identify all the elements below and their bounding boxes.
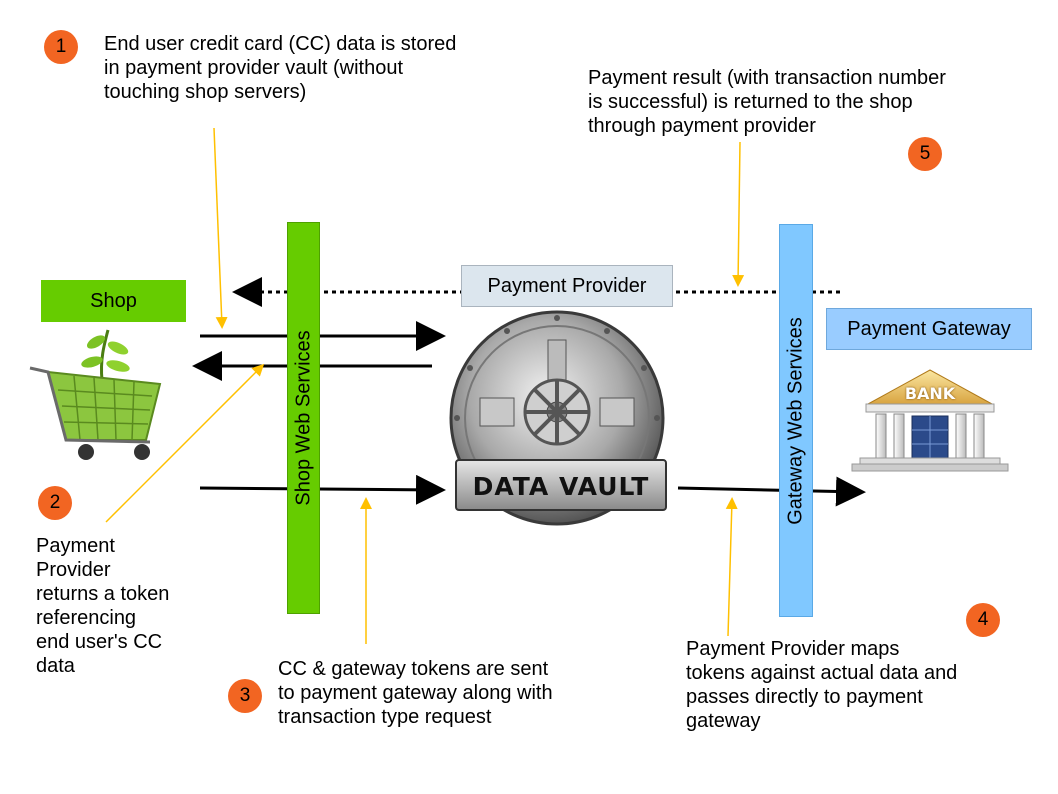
- data-vault-label: DATA VAULT: [472, 471, 650, 501]
- step-3-text: CC & gateway tokens are sent to payment …: [278, 658, 553, 728]
- step-3-badge: 3: [228, 679, 262, 713]
- callout-1-line: [213, 127, 228, 329]
- step-2-badge: 2: [38, 486, 72, 520]
- callout-4-line: [725, 497, 738, 637]
- payment-gateway-box: Payment Gateway: [826, 308, 1032, 350]
- gateway-web-services-bar: Gateway Web Services: [779, 224, 813, 617]
- step-1-badge: 1: [44, 30, 78, 64]
- shop-to-vault-lower-arrow: [199, 474, 446, 505]
- shop-web-services-bar: Shop Web Services: [287, 222, 320, 614]
- step-4-badge: 4: [966, 603, 1000, 637]
- step-4-text: Payment Provider maps tokens against act…: [686, 638, 958, 732]
- shop-box: Shop: [41, 280, 186, 322]
- step-5-badge: 5: [908, 137, 942, 171]
- callout-2-line: [105, 363, 265, 523]
- bank-label: BANK: [904, 384, 956, 403]
- payment-provider-box: Payment Provider: [461, 265, 673, 307]
- step-2-text: Payment Provider returns a token referen…: [36, 535, 170, 677]
- step-1-text: End user credit card (CC) data is stored…: [104, 33, 457, 103]
- vault-to-gateway-arrow: [677, 476, 866, 507]
- step-5-text: Payment result (with transaction number …: [588, 67, 946, 137]
- callout-5-line: [732, 141, 745, 287]
